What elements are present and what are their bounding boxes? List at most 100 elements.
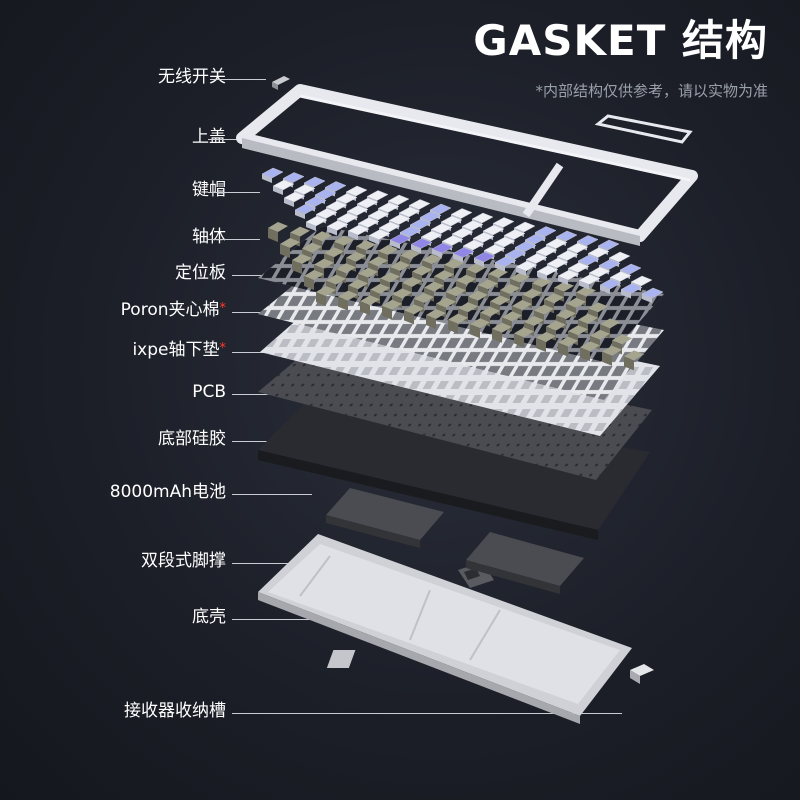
keycap <box>473 251 496 263</box>
label-bottom-silicone: 底部硅胶 <box>158 429 226 449</box>
switch-unit <box>546 320 566 331</box>
switch-unit <box>314 258 334 269</box>
keycaps-part <box>261 167 664 303</box>
keycap <box>641 287 664 299</box>
switch-unit <box>470 318 490 329</box>
switch-unit-side <box>470 324 480 339</box>
label-poron-foam: Poron夹心棉* <box>120 300 226 320</box>
switch-unit <box>356 240 376 251</box>
switch-unit <box>612 334 632 345</box>
label-kickstand: 双段式脚撑 <box>141 551 226 571</box>
leader-line <box>232 352 274 353</box>
plate-part <box>258 226 664 362</box>
leader-line <box>208 192 260 193</box>
switch-unit-side <box>536 338 546 352</box>
keycap-side <box>369 235 379 245</box>
switch-unit-side <box>360 301 370 316</box>
keycap <box>599 278 622 290</box>
keycap <box>504 248 527 260</box>
switch-unit <box>446 286 466 297</box>
switch-unit <box>558 336 578 347</box>
switch-unit <box>426 309 446 319</box>
switch-unit-side <box>280 244 290 258</box>
bottom-silicone-part <box>258 396 650 540</box>
keycap <box>578 274 601 285</box>
keycap <box>588 266 611 278</box>
leader-line <box>232 713 622 714</box>
switch-unit-side <box>268 228 278 242</box>
keycap <box>630 275 653 287</box>
switch-unit-side <box>316 292 326 306</box>
switch-unit-side <box>624 356 634 371</box>
switch-unit <box>490 295 510 306</box>
switch-unit <box>566 297 586 308</box>
switch-unit <box>624 350 644 361</box>
switch-unit <box>444 258 464 269</box>
switch-unit-side <box>292 260 302 274</box>
switch-unit-side <box>304 276 314 290</box>
switch-unit <box>414 293 434 303</box>
switch-unit <box>534 304 554 315</box>
keycap-side <box>558 276 568 285</box>
switch-unit <box>290 226 310 237</box>
keycap <box>545 238 568 249</box>
switch-unit <box>358 267 378 278</box>
label-keycaps: 键帽 <box>192 180 226 200</box>
switch-unit <box>568 325 588 336</box>
bottom-case-part <box>258 534 632 724</box>
switch-unit <box>268 222 288 232</box>
keycap <box>555 230 578 242</box>
switch-unit <box>480 306 500 317</box>
switch-unit <box>312 231 332 242</box>
keycap <box>494 256 517 267</box>
keycap <box>576 235 599 246</box>
receiver-dongle <box>630 664 654 684</box>
switch-unit <box>378 245 398 255</box>
keycap <box>566 242 589 254</box>
label-ixpe-pad: ixpe轴下垫* <box>132 340 226 360</box>
keycap-side <box>327 226 337 236</box>
switch-unit <box>448 313 468 324</box>
switch-unit <box>536 332 556 342</box>
keycap <box>534 226 557 237</box>
switch-unit <box>402 277 422 287</box>
leader-line <box>232 275 280 276</box>
keycap-side <box>474 258 484 267</box>
leader-line <box>208 239 260 240</box>
switch-unit <box>422 254 442 265</box>
switch-unit <box>514 327 534 338</box>
switch-unit <box>324 247 344 258</box>
switch-unit <box>492 322 512 333</box>
switch-unit-side <box>602 351 612 366</box>
switch-unit <box>370 283 390 294</box>
keycap-side <box>262 174 272 183</box>
switch-unit <box>360 295 380 306</box>
leader-line <box>232 394 274 395</box>
keycap <box>598 259 621 270</box>
keycap <box>546 257 569 269</box>
keycap <box>525 253 548 264</box>
keycap-side <box>600 285 610 294</box>
keycap-side <box>642 294 652 303</box>
wireless-switch-part <box>272 76 290 90</box>
keycap <box>620 283 643 294</box>
switch-unit <box>348 279 368 290</box>
switches-part <box>268 222 644 371</box>
keycap-side <box>348 231 358 240</box>
keycap-side <box>537 271 547 281</box>
switch-unit <box>522 288 542 299</box>
keycap <box>597 239 620 251</box>
switch-unit <box>590 329 610 340</box>
switch-unit <box>580 341 600 352</box>
keycap <box>535 245 558 257</box>
switch-unit <box>468 290 488 301</box>
switch-unit-side <box>580 347 590 362</box>
keycap <box>556 250 579 261</box>
keycap-side <box>411 244 421 254</box>
switch-unit-side <box>426 315 436 329</box>
keycap <box>577 254 600 266</box>
switch-unit <box>578 313 598 324</box>
keycap-side <box>621 289 631 299</box>
switch-unit <box>588 302 608 313</box>
switch-unit-side <box>558 342 568 357</box>
